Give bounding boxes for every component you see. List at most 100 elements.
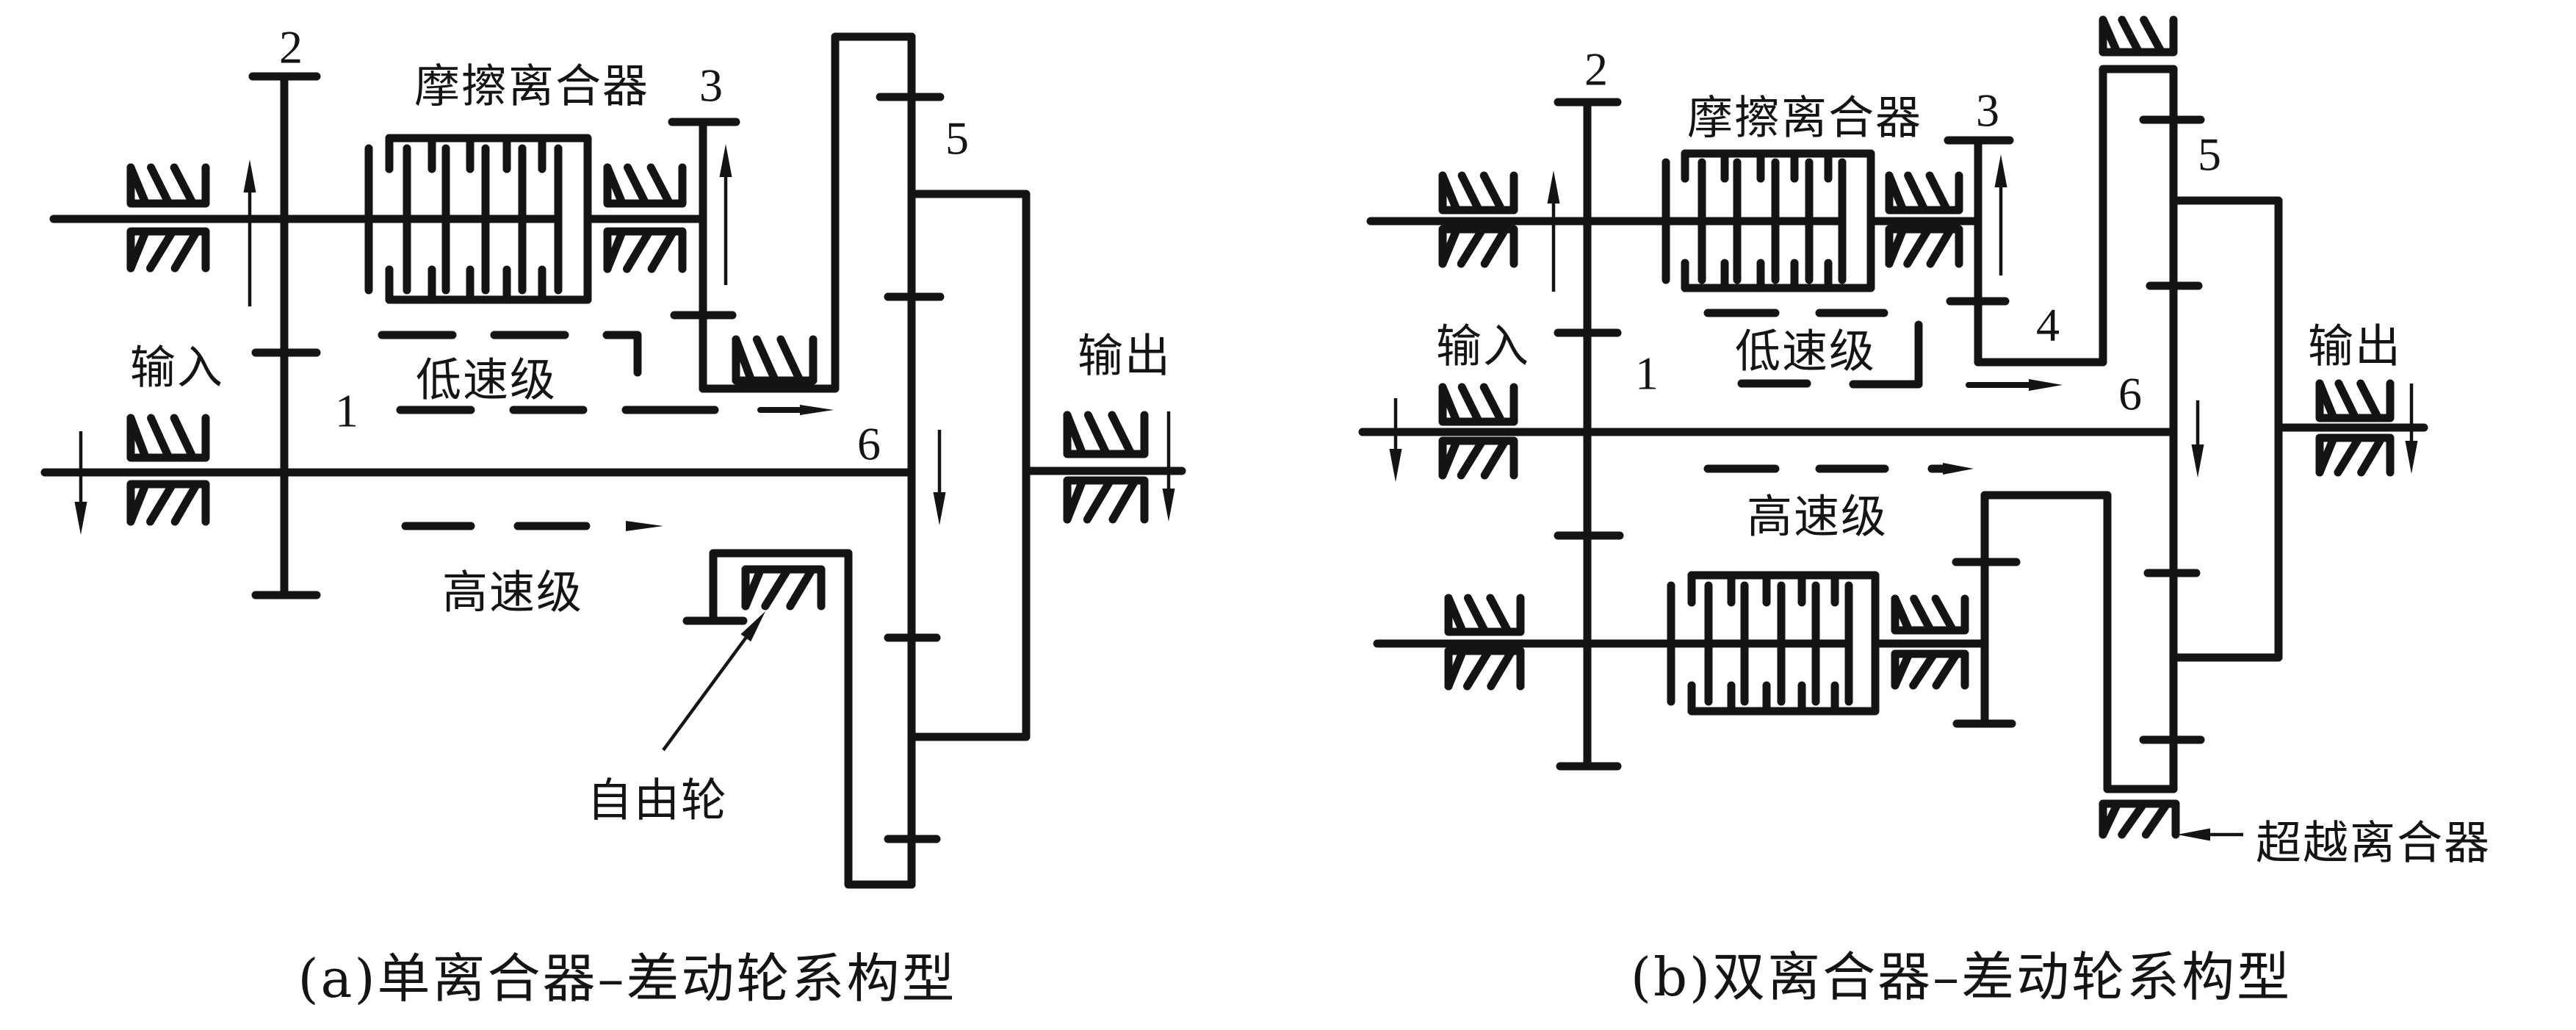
low-speed-label: 低速级	[1735, 325, 1876, 378]
friction-clutch-label: 摩擦离合器	[1687, 91, 1922, 145]
clutch-shaft-bearing-upper-hatch-2	[624, 163, 650, 208]
gear-3-rotation-arrow-icon-head	[719, 144, 732, 177]
high-speed-label: 高速级	[442, 566, 583, 619]
clutch-shaft-bearing-upper	[603, 163, 687, 208]
input-shaft-upper-bearing	[1438, 171, 1518, 268]
freewheel-ground-icon-hatch-2	[761, 565, 793, 611]
overrunning-clutch-ground-icon-hatch-3	[2141, 799, 2171, 839]
planet-carrier	[907, 190, 1031, 741]
sun-shaft-bearing-upper-hatch-1	[126, 414, 150, 462]
friction-clutch-lower	[1667, 571, 1880, 716]
rotation-arrow-up-icon-head	[243, 159, 256, 192]
gear-5-label: 5	[945, 112, 969, 165]
sun-shaft-bearing-lower-hatch-2	[146, 480, 177, 526]
overrunning-clutch-leader-arrow-icon	[2177, 828, 2243, 841]
input-shaft-upper-bearing-lower-hatch-3	[1480, 225, 1509, 268]
gear-3-rotation-arrow-icon	[1994, 154, 2007, 275]
lower-clutch-shaft-bearing-upper-hatch-2	[1910, 594, 1935, 635]
low-speed-label: 低速级	[416, 353, 557, 407]
output-shaft-bearing-upper-hatch-2	[2334, 379, 2360, 422]
gear-3-ground-bearing-hatch-2	[752, 335, 780, 385]
output-shaft-bearing-upper-hatch-2	[1083, 411, 1111, 458]
gear-3-label: 3	[1976, 84, 1999, 137]
overrunning-clutch-ground-icon-hatch-1	[2099, 799, 2122, 839]
overrunning-clutch-ground-icon-hatch-2	[2118, 799, 2148, 839]
clutch-shaft-bearing-lower-hatch-3	[647, 227, 678, 273]
gear-3-ring-link	[699, 32, 916, 393]
output-shaft-bearing-upper-hatch-3	[1108, 411, 1136, 458]
panel-a-caption: (a)单离合器–差动轮系构型	[297, 948, 956, 1009]
input-shaft-bearing-upper	[126, 163, 210, 208]
input-shaft-bearing-upper-hatch-3	[170, 163, 198, 208]
upper-clutch-shaft-bearing-upper-hatch-1	[1885, 171, 1908, 215]
output-shaft-bearing-lower	[2315, 433, 2395, 477]
gear-6-label: 6	[2118, 368, 2142, 420]
freewheel-label: 自由轮	[587, 774, 728, 827]
ring-ground-bearing	[2099, 15, 2178, 57]
freewheel-ground-icon	[741, 565, 826, 611]
panel-b-dual-clutch-differential	[1358, 15, 2428, 841]
gear-4-label: 4	[2036, 299, 2060, 351]
planet-carrier	[2169, 196, 2283, 662]
ring-ground-bearing-hatch-2	[2118, 15, 2143, 57]
overrunning-clutch-label: 超越离合器	[2256, 816, 2491, 870]
gear-6-label: 6	[857, 418, 881, 470]
input-shaft-lower-bearing-lower-hatch-2	[1462, 647, 1493, 691]
input-shaft-lower-bearing-lower-hatch-1	[1444, 647, 1468, 691]
friction-clutch-upper	[1662, 149, 1875, 292]
gear-5-rotation-arrow-icon-head	[2191, 444, 2204, 478]
rotation-arrow-up-icon	[243, 159, 256, 306]
gear-2	[1554, 98, 1624, 771]
output-shaft-bearing-lower-hatch-3	[2357, 433, 2386, 477]
gear-1-label: 1	[335, 385, 358, 437]
clutch-shaft-bearing	[603, 163, 687, 273]
freewheel-leader-arrow-icon-shaft	[662, 627, 754, 752]
sun-shaft-bearing-upper-hatch-3	[1479, 383, 1507, 426]
clutch-shaft-bearing-upper-hatch-3	[646, 163, 674, 208]
panel-b-labels: 2 摩擦离合器 3 5 输入 1 低速级 4 6 输出 高速级 超越离合器 (b…	[1436, 43, 2491, 1009]
high-speed-power-path	[1703, 463, 1974, 475]
sun-shaft-bearing-upper	[1438, 383, 1518, 426]
gear-5-label: 5	[2198, 129, 2221, 181]
sun-shaft-bearing-upper-hatch-2	[1457, 383, 1483, 426]
sun-shaft-bearing-upper-hatch-3	[170, 414, 198, 462]
input-shaft-upper-bearing-upper-hatch-3	[1479, 171, 1507, 215]
output-shaft-bearing-upper-hatch-1	[2315, 379, 2338, 422]
rotation-arrow-up-icon	[1547, 170, 1560, 292]
low-speed-path-corner	[1849, 320, 1923, 389]
rotation-arrow-down-icon	[1389, 398, 1402, 482]
high-speed-path-arrowhead-icon	[626, 521, 663, 531]
rotation-arrow-down-icon	[74, 431, 87, 535]
lower-clutch-shaft-bearing-upper	[1891, 594, 1969, 635]
sun-shaft-bearing-upper	[126, 414, 210, 462]
output-shaft-bearing-lower-hatch-3	[1108, 476, 1139, 524]
upper-clutch-shaft-bearing-upper	[1885, 171, 1963, 215]
upper-clutch-shaft-bearing-lower-hatch-2	[1903, 225, 1933, 268]
overrunning-clutch-ground-icon	[2099, 799, 2180, 839]
gear-3-rotation-arrow-icon	[719, 144, 732, 285]
lower-clutch-shaft-bearing	[1891, 594, 1969, 690]
output-shaft-bearing-upper-hatch-1	[1063, 411, 1087, 458]
clutch-shaft-bearing-lower-hatch-1	[603, 227, 627, 273]
output-label: 输出	[2308, 320, 2402, 373]
gear-3	[668, 118, 740, 393]
sun-shaft-bearing	[126, 414, 210, 526]
input-shaft-bearing-lower-hatch-1	[126, 227, 150, 273]
gear-3-rotation-arrow-icon-head	[1994, 154, 2007, 187]
gear-3-label: 3	[699, 60, 723, 112]
input-shaft-lower-bearing-upper-hatch-2	[1463, 594, 1490, 636]
output-shaft-bearing-lower	[1063, 476, 1149, 524]
clutch-shaft-bearing-lower	[603, 227, 687, 273]
gear-5-rotation-arrow-icon	[933, 430, 946, 525]
sun-shaft-bearing-lower	[1438, 436, 1518, 480]
lower-gear-ring-link	[1980, 491, 2178, 793]
lower-clutch-shaft-bearing-lower-hatch-2	[1909, 649, 1938, 690]
freewheel-ground-icon-hatch-3	[786, 565, 817, 611]
upper-clutch-shaft-bearing-lower	[1885, 225, 1963, 268]
freewheel-leader-arrow-icon	[662, 611, 765, 752]
sun-shaft-bearing-upper-hatch-2	[147, 414, 173, 462]
sun-shaft-bearing-lower-hatch-1	[1438, 436, 1461, 480]
upper-clutch-shaft-bearing-lower-hatch-1	[1885, 225, 1908, 268]
sun-shaft-bearing	[1438, 383, 1518, 480]
output-shaft-bearing-lower-hatch-1	[2315, 433, 2338, 477]
